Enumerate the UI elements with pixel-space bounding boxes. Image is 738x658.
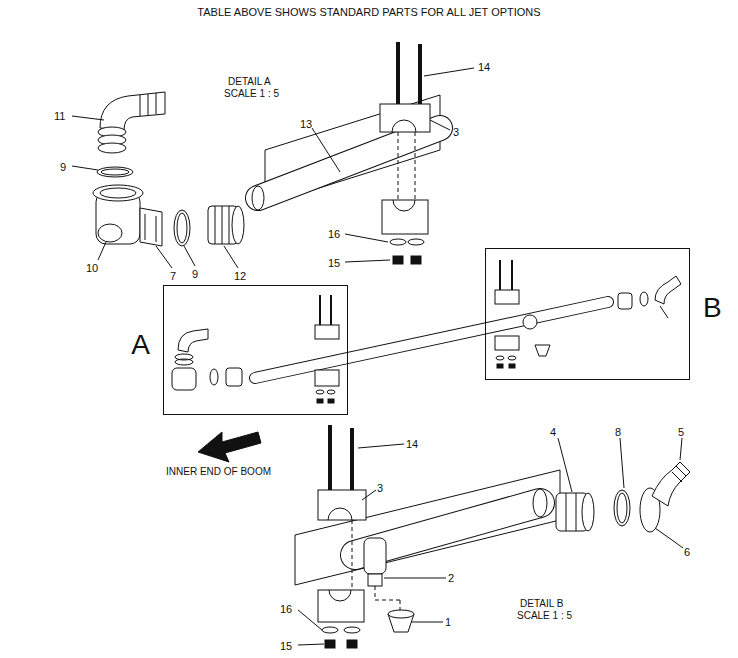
detail-box: A [163, 285, 348, 415]
callout-number: 12 [234, 270, 246, 282]
callout-number: 4 [550, 426, 556, 438]
callout-number: 6 [684, 546, 690, 558]
callout-number: 9 [60, 161, 66, 173]
callout-number: 14 [406, 438, 418, 450]
callout-number: 8 [615, 426, 621, 438]
callout-number: 7 [170, 270, 176, 282]
note-text: INNER END OF BOOM [166, 466, 271, 478]
callout-number: 1 [445, 616, 451, 628]
callout-number: 2 [448, 572, 454, 584]
callout-number: 14 [478, 61, 490, 73]
note-text: SCALE 1 : 5 [517, 610, 572, 622]
note-text: SCALE 1 : 5 [224, 88, 279, 100]
detail-box: B [485, 248, 690, 380]
callout-number: 13 [300, 118, 312, 130]
callout-number: 3 [377, 482, 383, 494]
detail-letter: A [131, 330, 150, 360]
callout-number: 15 [328, 257, 340, 269]
callout-number: 3 [453, 126, 459, 138]
note-text: DETAIL B [520, 598, 563, 610]
callout-number: 16 [280, 603, 292, 615]
callout-number: 9 [192, 268, 198, 280]
detail-letter: B [703, 293, 722, 323]
callout-number: 15 [280, 640, 292, 652]
callout-number: 11 [54, 110, 65, 122]
callout-number: 5 [678, 426, 684, 438]
note-text: DETAIL A [228, 76, 271, 88]
callout-number: 16 [328, 228, 340, 240]
diagram-title: TABLE ABOVE SHOWS STANDARD PARTS FOR ALL… [0, 6, 738, 18]
callout-number: 10 [86, 262, 98, 274]
